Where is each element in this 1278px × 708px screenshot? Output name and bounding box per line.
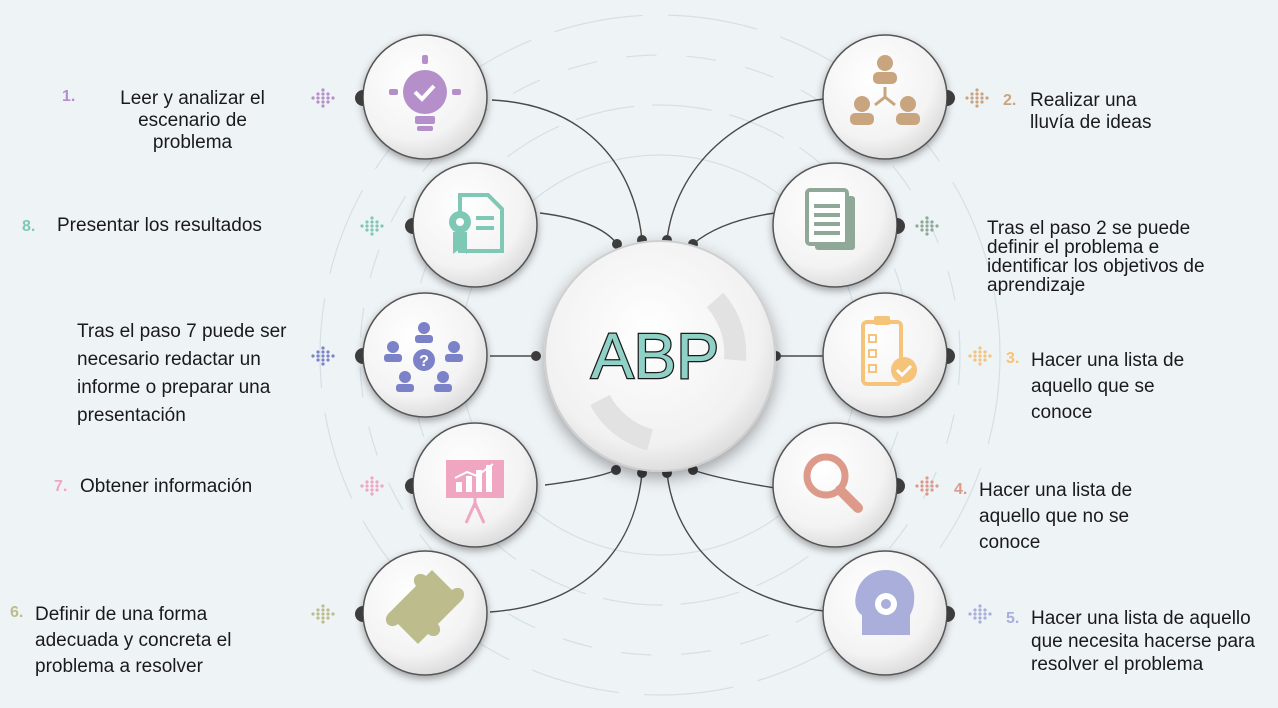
step-4-label: Hacer una lista de aquello que no se con… <box>979 480 1133 553</box>
node-step-7 <box>412 422 538 548</box>
dotted-arrow-icon <box>311 604 335 624</box>
svg-text:?: ? <box>419 353 429 370</box>
step-1-label: Leer y analizar el escenario de problema <box>120 88 265 153</box>
dotted-arrow-icon <box>968 604 992 624</box>
dotted-arrow-icon <box>915 476 939 496</box>
checklist-clipboard-icon <box>861 316 917 386</box>
lightbulb-icon <box>389 55 461 131</box>
step-3-label: Hacer una lista de aquello que se conoce <box>1031 350 1185 423</box>
question-network-icon: ? <box>384 322 463 392</box>
step-6-number: 6. <box>10 604 24 621</box>
step-4-number: 4. <box>954 481 968 498</box>
node-step-1 <box>362 34 488 160</box>
step-5-number: 5. <box>1006 610 1020 627</box>
dotted-arrow-icon <box>360 476 384 496</box>
step-6-label: Definir de una forma adecuada y concreta… <box>35 604 232 677</box>
dotted-arrows <box>311 88 992 624</box>
magnifier-icon <box>803 453 863 513</box>
step-1-number: 1. <box>62 88 76 105</box>
node-step-5 <box>822 550 948 676</box>
dotted-arrow-icon <box>915 216 939 236</box>
node-step-4 <box>772 422 898 548</box>
head-gear-icon <box>855 570 915 635</box>
connector-lines <box>489 97 836 613</box>
node-step-2 <box>822 34 948 160</box>
dotted-arrow-icon <box>968 346 992 366</box>
cycle-arrow-icon <box>706 292 747 361</box>
dotted-arrow-icon <box>311 88 335 108</box>
node-step-6 <box>362 550 488 676</box>
step-8-number: 8. <box>22 218 36 235</box>
dotted-arrow-icon <box>311 346 335 366</box>
dotted-arrow-icon <box>360 216 384 236</box>
node-note-after-7: ? <box>362 292 488 418</box>
note-after-2-label: Tras el paso 2 se puede definir el probl… <box>987 218 1205 296</box>
hub: ABP <box>544 240 776 472</box>
team-hierarchy-icon <box>850 55 920 125</box>
dotted-arrow-icon <box>965 88 989 108</box>
step-7-number: 7. <box>54 478 68 495</box>
documents-icon <box>805 188 855 250</box>
certificate-document-icon <box>449 193 504 254</box>
step-2-label: Realizar una lluvía de ideas <box>1030 90 1152 133</box>
node-knobs <box>355 90 955 622</box>
node-note-after-2 <box>772 162 898 288</box>
step-8-label: Presentar los resultados <box>57 215 262 236</box>
presentation-chart-icon <box>446 460 504 524</box>
step-2-number: 2. <box>1003 92 1017 109</box>
hub-title: ABP <box>591 320 719 392</box>
note-after-7-label: Tras el paso 7 puede ser necesario redac… <box>77 321 287 426</box>
step-7-label: Obtener información <box>80 476 253 497</box>
step-3-number-visible: 3. <box>1006 350 1020 367</box>
step-5-label: Hacer una lista de aquello que necesita … <box>1031 608 1255 675</box>
node-step-8 <box>412 162 538 288</box>
puzzle-piece-icon <box>385 570 465 644</box>
node-step-3 <box>822 292 948 418</box>
